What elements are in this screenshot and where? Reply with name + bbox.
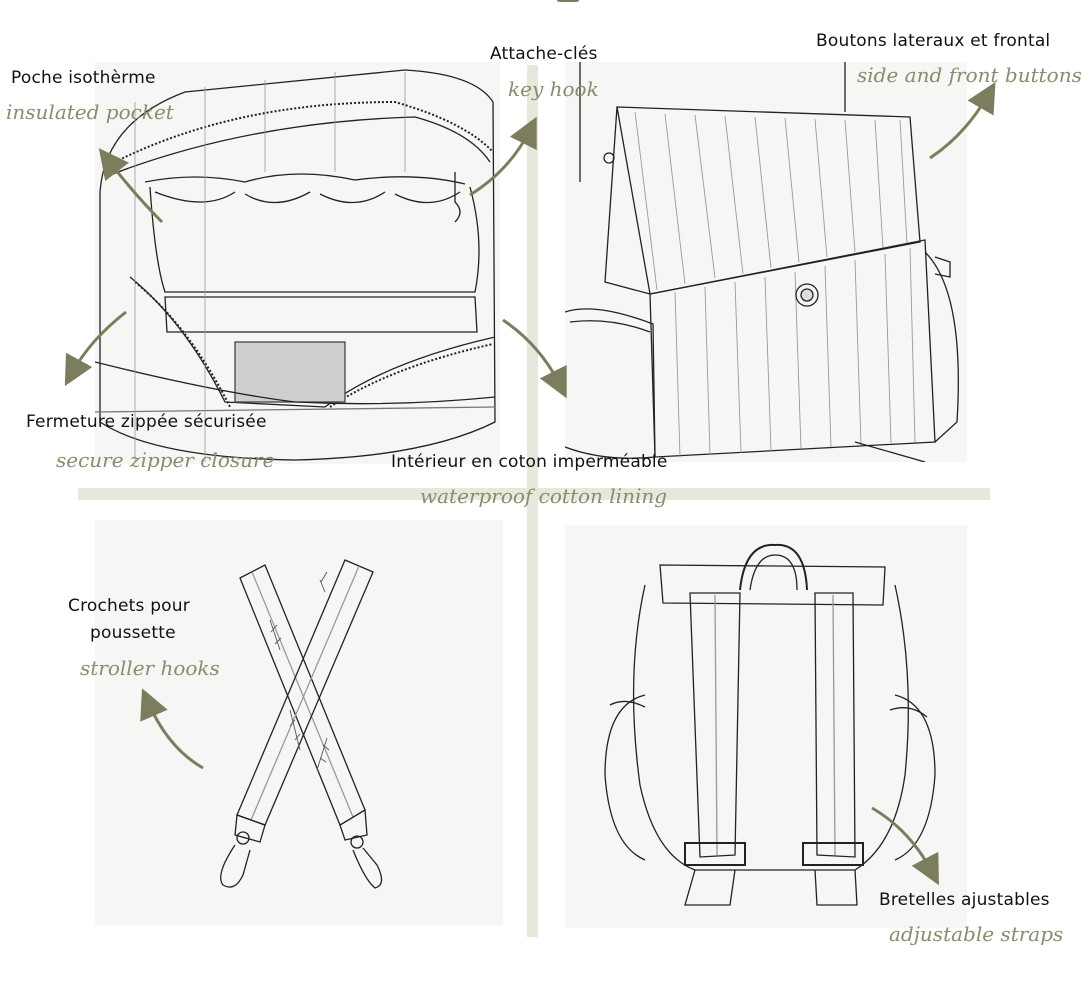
front-pocket-illustration <box>565 62 967 462</box>
adjustable-straps-label-en: adjustable straps <box>889 922 1064 946</box>
stroller-hooks-label-fr-line2: poussette <box>90 623 176 643</box>
waterproof-lining-label-en: waterproof cotton lining <box>420 484 668 508</box>
stroller-hooks-label-en: stroller hooks <box>80 656 220 680</box>
side-front-buttons-label-fr: Boutons lateraux et frontal <box>816 31 1051 51</box>
stroller-straps-illustration <box>95 520 503 925</box>
key-hook-label-fr: Attache-clés <box>490 44 598 64</box>
open-bag-illustration <box>95 62 500 464</box>
stroller-hooks-label-fr-line1: Crochets pour <box>68 596 190 616</box>
top-accent-mark <box>556 0 580 2</box>
backpack-back-illustration <box>565 525 967 928</box>
waterproof-lining-label-fr: Intérieur en coton imperméable <box>391 452 668 472</box>
insulated-pocket-label-fr: Poche isothèrme <box>11 68 156 88</box>
adjustable-straps-label-fr: Bretelles ajustables <box>879 890 1050 910</box>
vertical-divider <box>527 65 538 937</box>
secure-zipper-label-fr: Fermeture zippée sécurisée <box>26 412 267 432</box>
secure-zipper-label-en: secure zipper closure <box>56 448 275 472</box>
key-hook-label-en: key hook <box>508 77 599 101</box>
insulated-pocket-label-en: insulated pocket <box>6 100 174 124</box>
